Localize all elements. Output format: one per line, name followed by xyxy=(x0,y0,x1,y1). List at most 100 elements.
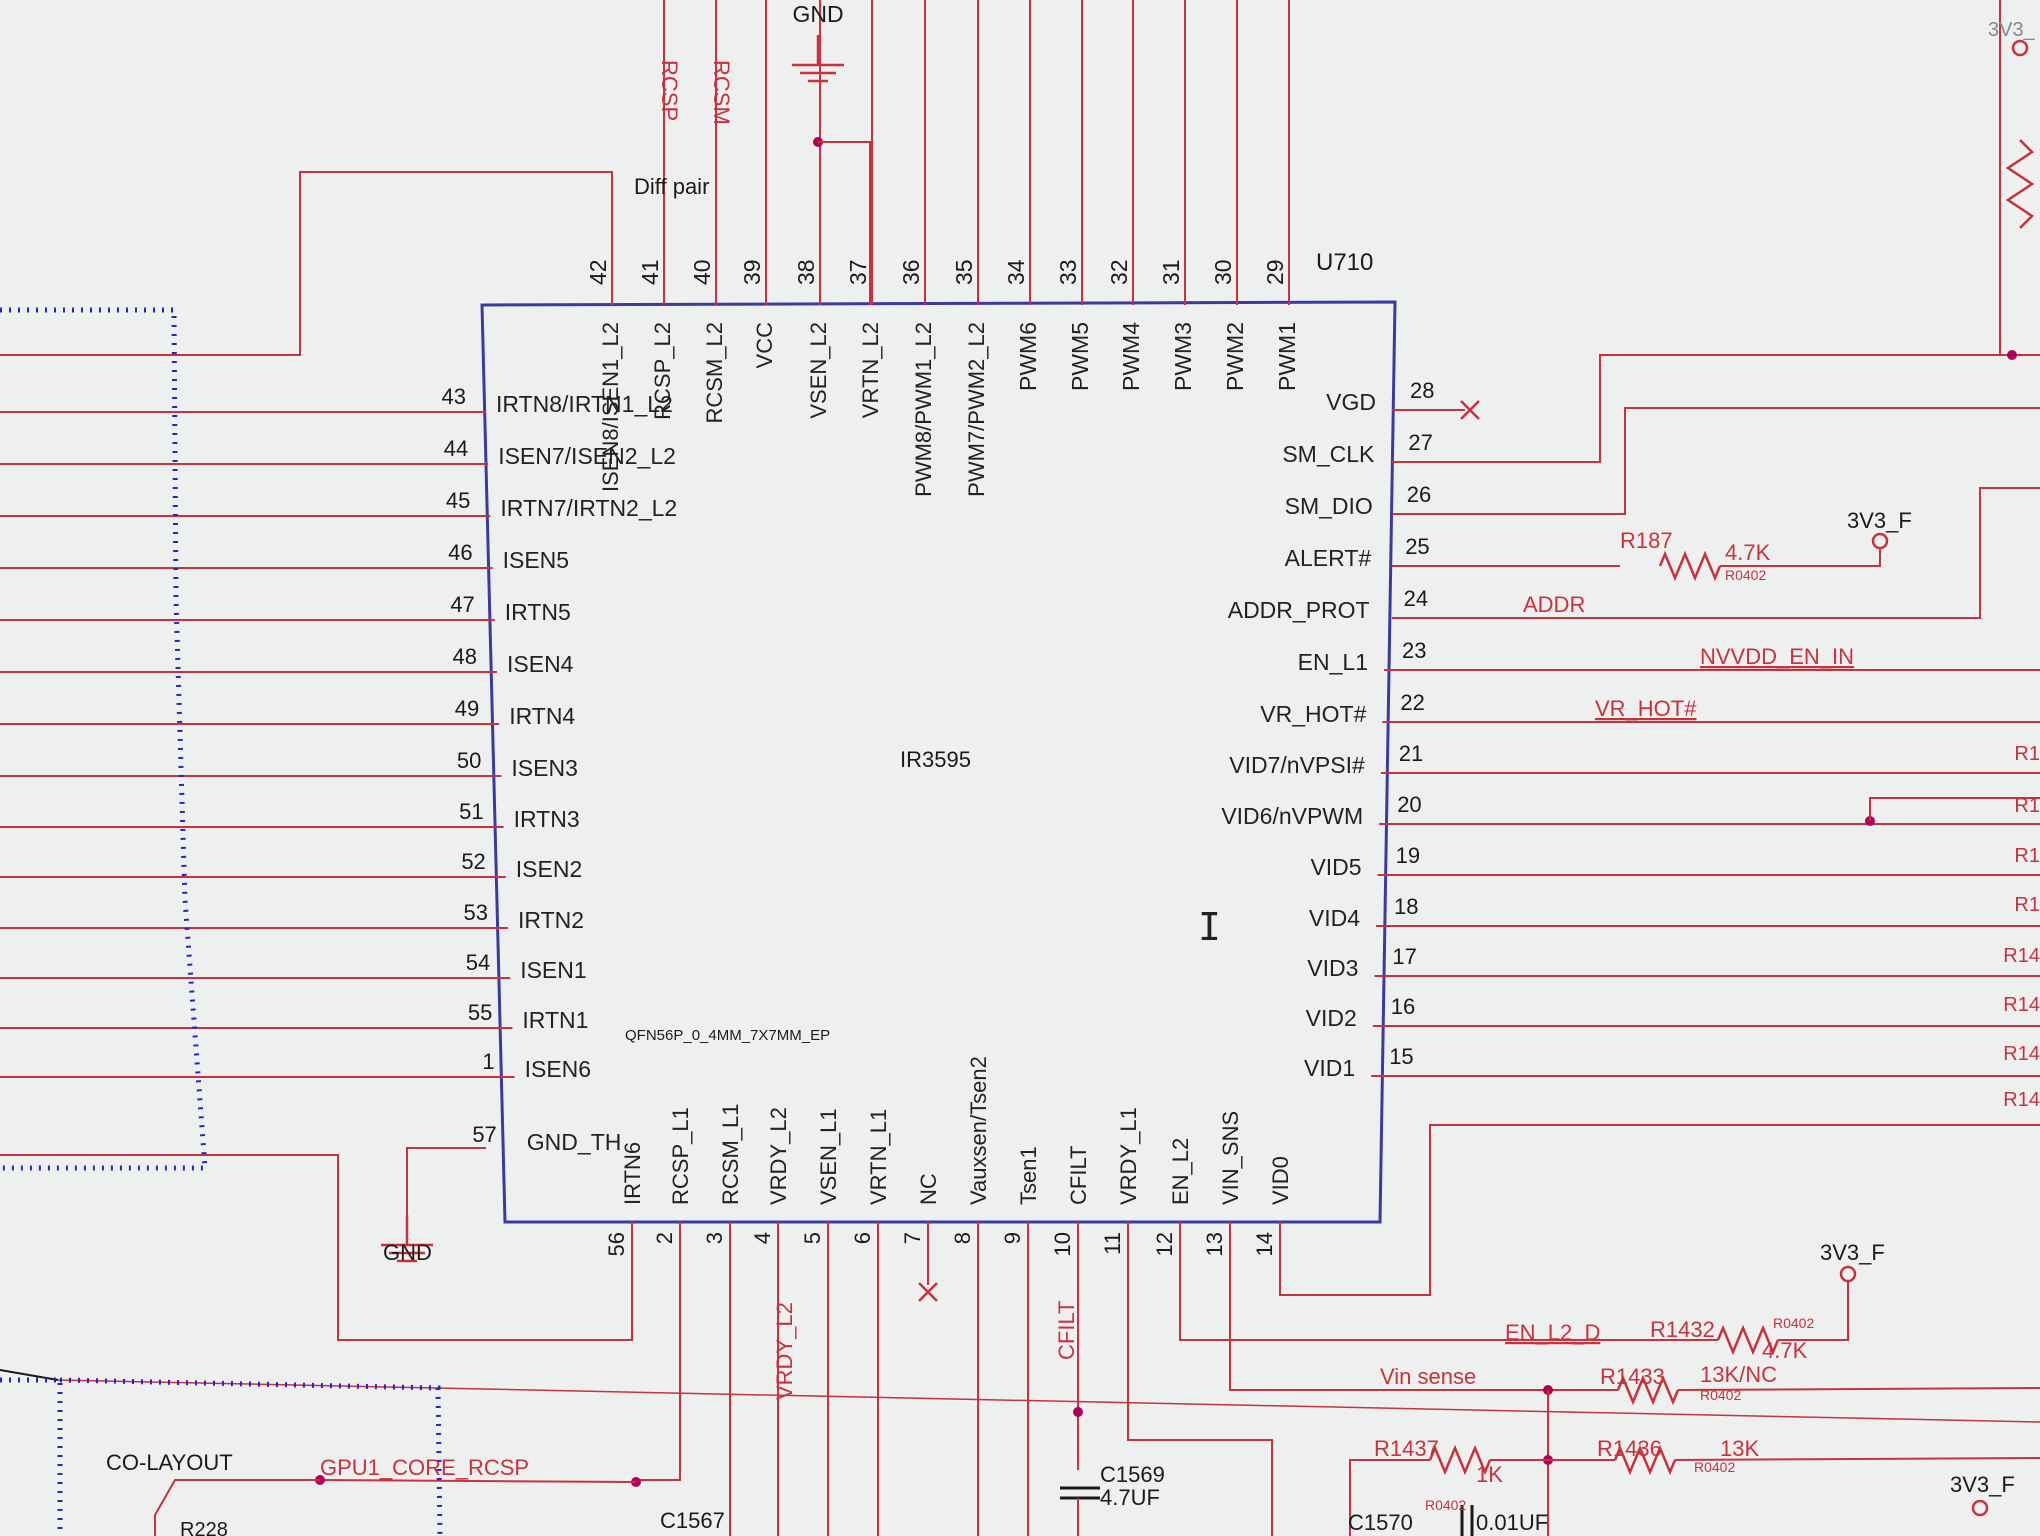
nvvdd-en-in-net: NVVDD_EN_IN xyxy=(1700,644,1854,669)
text-cursor-icon: I xyxy=(1198,905,1221,949)
right-pin-name: VID5 xyxy=(1310,854,1361,880)
c1569-value: 4.7UF xyxy=(1100,1485,1160,1510)
r1437-wire xyxy=(1349,1459,1430,1536)
bottom-pin-number: 8 xyxy=(950,1232,975,1244)
bottom-pin-name: VRDY_L2 xyxy=(766,1107,791,1205)
r1433-value: 13K/NC xyxy=(1700,1362,1777,1387)
right-pin-number: 24 xyxy=(1404,586,1428,611)
left-pin-name: ISEN1 xyxy=(520,957,586,983)
en-l2-pullup xyxy=(1778,1282,1849,1341)
r1437-icon xyxy=(1428,1444,1492,1476)
rcsp-net-wire xyxy=(319,1479,637,1483)
top-pin-number: 33 xyxy=(1055,259,1081,285)
no-connect-icon xyxy=(1460,400,1480,420)
edge-ref: R14 xyxy=(2003,1089,2040,1111)
bottom-pin-number: 3 xyxy=(702,1232,727,1244)
r1436-ref: R1436 xyxy=(1597,1436,1662,1461)
left-pin-number: 44 xyxy=(444,436,468,461)
top-pin-name: PWM2 xyxy=(1222,322,1248,391)
vr-hot-net: VR_HOT# xyxy=(1595,696,1697,721)
irtn6-wire xyxy=(0,1154,633,1341)
bottom-pin-name: Tsen1 xyxy=(1016,1146,1041,1205)
top-pin-name: VRTN_L2 xyxy=(858,322,883,418)
bottom-pin-number: 7 xyxy=(900,1232,925,1244)
top-pin-number: 40 xyxy=(689,259,715,285)
top-pin-number: 37 xyxy=(845,259,871,285)
sm-dio-wire xyxy=(1392,407,2040,515)
top-pin-name: VCC xyxy=(752,322,777,369)
r1436-icon xyxy=(1613,1444,1677,1476)
vin-sense-net: Vin sense xyxy=(1380,1364,1476,1389)
rail-3-label: 3V3_F xyxy=(1950,1472,2015,1497)
r1432-ref: R1432 xyxy=(1650,1317,1715,1342)
addr-net: ADDR xyxy=(1523,592,1585,617)
vid0-wire xyxy=(1279,1124,2040,1296)
isen8-wire xyxy=(0,171,613,356)
bottom-pin-number: 9 xyxy=(1000,1232,1025,1244)
bottom-pin-number: 13 xyxy=(1202,1232,1227,1256)
left-pin-number: 48 xyxy=(453,644,477,669)
edge-ref: R1 xyxy=(2014,894,2040,916)
r1433-icon xyxy=(1616,1374,1680,1406)
rcsp-label: RCSP xyxy=(657,60,682,121)
addr-wire xyxy=(1392,487,2040,619)
r1436-value: 13K xyxy=(1720,1436,1759,1461)
edge-ref: R14 xyxy=(2003,1043,2040,1065)
bottom-pin-name: VRDY_L1 xyxy=(1116,1107,1141,1205)
top-pin-name: PWM5 xyxy=(1067,322,1093,391)
top-pin-number: 30 xyxy=(1210,259,1236,285)
right-pin-name: VGD xyxy=(1326,389,1376,415)
top-pin-name: VSEN_L2 xyxy=(806,322,831,419)
left-pin-name: IRTN5 xyxy=(505,599,571,625)
sm-clk-wire xyxy=(1392,354,2040,463)
wire xyxy=(0,1369,59,1381)
right-pin-name: VR_HOT# xyxy=(1260,701,1366,727)
no-connect-icon xyxy=(918,1282,938,1302)
bottom-pin-number: 11 xyxy=(1100,1232,1125,1255)
left-pin-number: 52 xyxy=(461,849,485,874)
r228-wire xyxy=(154,1479,320,1536)
bottom-pin-name: RCSP_L1 xyxy=(668,1107,693,1205)
top-pin-name: RCSM_L2 xyxy=(702,322,727,423)
bottom-pin-number: 14 xyxy=(1252,1232,1277,1256)
bottom-pin-number: 56 xyxy=(604,1232,629,1256)
chip-part: IR3595 xyxy=(900,747,971,772)
r1437-ref: R1437 xyxy=(1374,1436,1439,1461)
chip-body xyxy=(480,300,1397,1224)
top-pin-name: RCSP_L2 xyxy=(650,322,675,420)
r1437-pkg: R0402 xyxy=(1425,1497,1466,1513)
bottom-pin-name: EN_L2 xyxy=(1168,1138,1193,1205)
right-pin-number: 21 xyxy=(1399,741,1423,766)
right-pin-number: 23 xyxy=(1402,638,1426,663)
left-pin-name: ISEN4 xyxy=(507,651,574,677)
bottom-pin-name: VID0 xyxy=(1268,1156,1293,1205)
r1432-icon xyxy=(1716,1324,1780,1356)
r187-ref: R187 xyxy=(1620,528,1673,553)
rail-1-label: 3V3_F xyxy=(1847,508,1912,533)
power-ring-icon xyxy=(1839,1265,1857,1283)
co-layout-label: CO-LAYOUT xyxy=(106,1450,233,1475)
bottom-pin-name: Vauxsen/Tsen2 xyxy=(966,1056,991,1205)
cfilt-net: CFILT xyxy=(1054,1301,1079,1360)
right-pin-name: VID6/nVPWM xyxy=(1221,803,1363,829)
edge-ref: R1 xyxy=(2014,845,2040,867)
bottom-pin-number: 12 xyxy=(1152,1232,1177,1256)
edge-ref: R1 xyxy=(2014,743,2040,765)
co-layout-box-bottom xyxy=(59,1377,443,1536)
top-pin-number: 38 xyxy=(793,259,819,285)
top-pin-number: 29 xyxy=(1262,259,1288,285)
left-pin-name: IRTN2 xyxy=(518,907,584,933)
bottom-pin-name: NC xyxy=(916,1173,941,1205)
bottom-pin-name: CFILT xyxy=(1066,1146,1091,1205)
vid6-wire xyxy=(1869,797,2040,821)
left-pin-number: 57 xyxy=(472,1122,496,1147)
c1567-ref: C1567 xyxy=(660,1508,725,1533)
left-pin-number: 53 xyxy=(464,900,488,925)
top-pin-number: 32 xyxy=(1106,259,1132,285)
left-pin-name: IRTN3 xyxy=(514,806,580,832)
bottom-pin-name: VIN_SNS xyxy=(1218,1111,1243,1205)
gnd-top-label: GND xyxy=(792,1,843,27)
top-pin-number: 41 xyxy=(637,259,663,285)
right-pin-name: ALERT# xyxy=(1285,545,1372,571)
